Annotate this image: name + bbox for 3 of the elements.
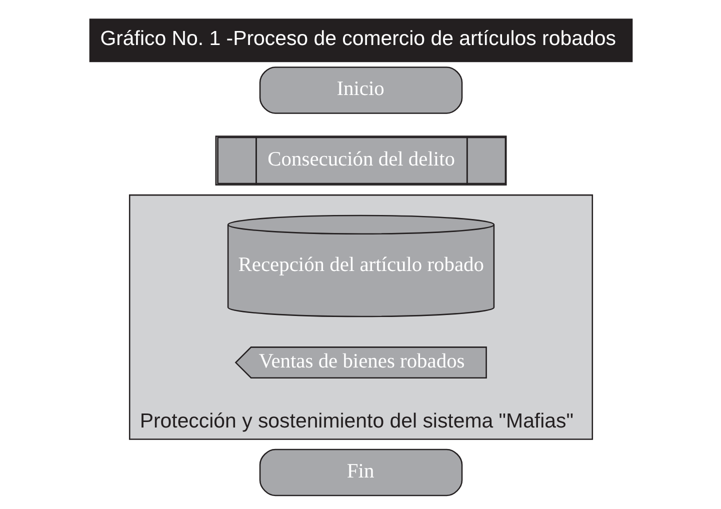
node-box: Fin [258,448,462,496]
node-box: Inicio [258,66,462,114]
diagram-title: Gráfico No. 1 -Proceso de comercio de artículos robados [100,27,616,50]
